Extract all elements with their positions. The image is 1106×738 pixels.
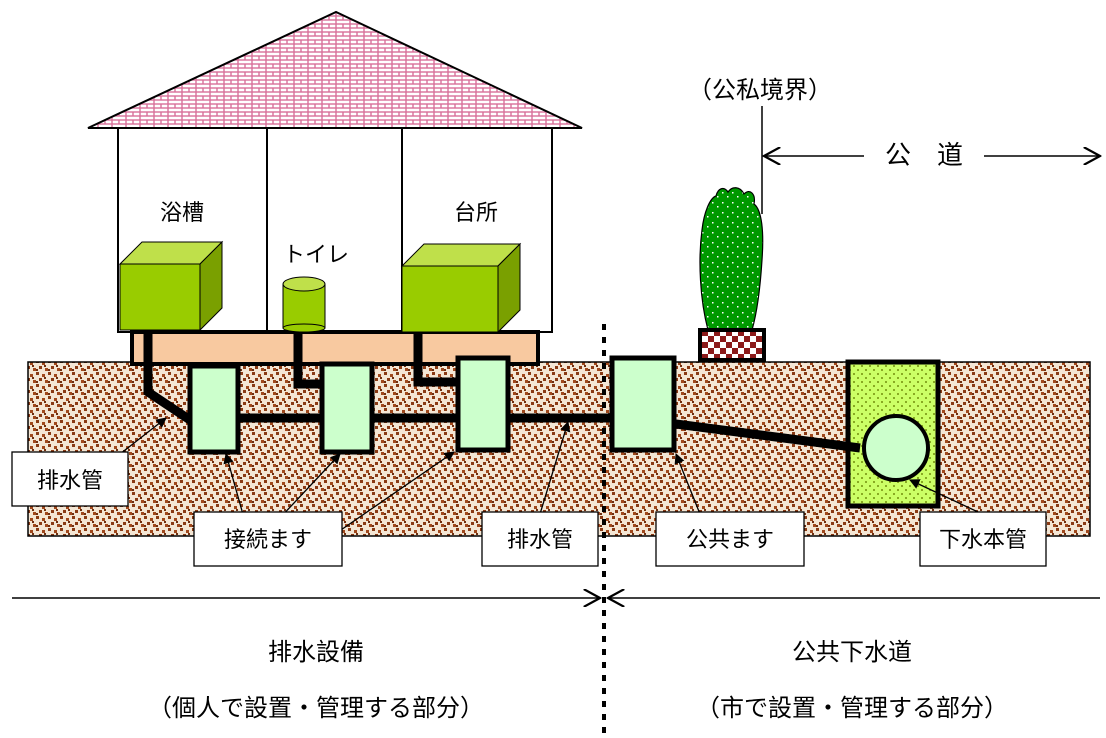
bath-label: 浴槽: [160, 201, 204, 226]
boundary-label: （公私境界）: [688, 76, 832, 104]
connection-box-2: [319, 361, 375, 455]
public-box-label: 公共ます: [686, 528, 774, 553]
callout-pointers: [119, 417, 979, 533]
drain-pipe-left-label: 排水管: [37, 469, 103, 494]
toilet-fixture: [282, 276, 326, 333]
house-roof: [87, 10, 583, 129]
callout-box-connection: [193, 511, 343, 567]
toilet-label: トイレ: [283, 243, 349, 268]
sewer-main-pipe: [862, 414, 930, 482]
public-box: [609, 355, 677, 453]
drain-pipe-center-label: 排水管: [507, 528, 573, 553]
road-label: 公 道: [885, 141, 963, 171]
kitchen-label: 台所: [454, 201, 498, 226]
connection-box-label: 接続ます: [224, 528, 312, 553]
callout-box-drain-left: [11, 451, 129, 507]
connection-box-1: [187, 363, 241, 455]
kitchen-fixture: [400, 242, 522, 334]
private-desc: （個人で設置・管理する部分）: [148, 694, 484, 722]
public-title: 公共下水道: [792, 638, 912, 666]
connection-box-3: [455, 355, 511, 453]
drain-pipes: [143, 334, 861, 453]
callout-box-sewer: [919, 511, 1047, 567]
private-title: 排水設備: [268, 638, 364, 666]
callout-box-public: [655, 511, 805, 567]
sewer-main-label: 下水本管: [939, 528, 1027, 553]
public-desc: （市で設置・管理する部分）: [696, 694, 1008, 722]
tree: [698, 187, 766, 362]
bathtub-fixture: [118, 240, 224, 332]
callout-box-drain-center: [481, 511, 599, 567]
